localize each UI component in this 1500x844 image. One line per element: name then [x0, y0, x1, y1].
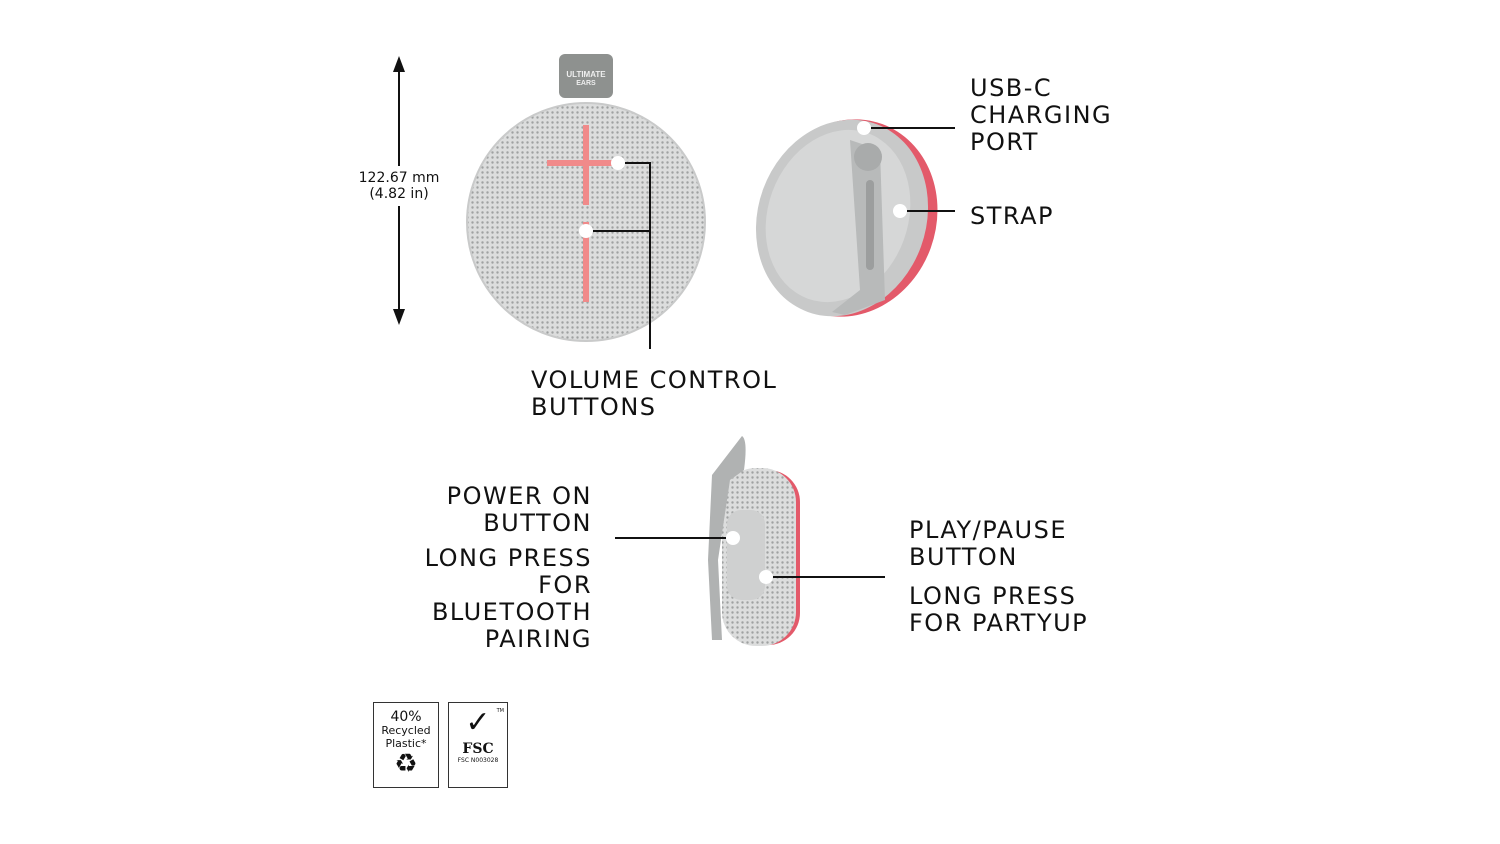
power-label: POWER ON BUTTON — [446, 482, 592, 537]
usb-c-label: USB-C CHARGING PORT — [970, 74, 1113, 156]
fsc-tree-icon: ✓ — [465, 705, 491, 740]
play-pause-label: PLAY/PAUSE BUTTON — [909, 516, 1068, 571]
fsc-code: FSC N003028 — [457, 757, 499, 764]
height-in: (4.82 in) — [369, 186, 429, 202]
fsc-badge: TM ✓ FSC FSC N003028 — [448, 702, 508, 788]
recycled-text: Recycled Plastic* — [381, 724, 431, 750]
svg-text:EARS: EARS — [576, 80, 596, 87]
fsc-tm: TM — [496, 708, 504, 714]
brand-logo: ULTIMATE — [566, 70, 606, 79]
power-long-press-label: LONG PRESS FOR BLUETOOTH PAIRING — [424, 544, 592, 653]
height-mm: 122.67 mm — [358, 170, 440, 186]
volume-label: VOLUME CONTROL BUTTONS — [531, 366, 778, 421]
play-long-press-label: LONG PRESS FOR PARTYUP — [909, 582, 1089, 637]
volume-down-button — [583, 222, 589, 302]
fsc-title: FSC — [462, 741, 494, 757]
recycle-icon: ♻ — [394, 749, 418, 779]
speaker-side-view — [615, 436, 885, 646]
height-dimension-label: 122.67 mm (4.82 in) — [339, 166, 459, 206]
speaker-front-view: ULTIMATE EARS — [466, 54, 706, 349]
recycled-percent: 40% — [390, 709, 422, 725]
recycled-plastic-badge: 40% Recycled Plastic* ♻ — [373, 702, 439, 788]
speaker-back-view — [755, 119, 955, 317]
strap-label: STRAP — [970, 202, 1054, 230]
